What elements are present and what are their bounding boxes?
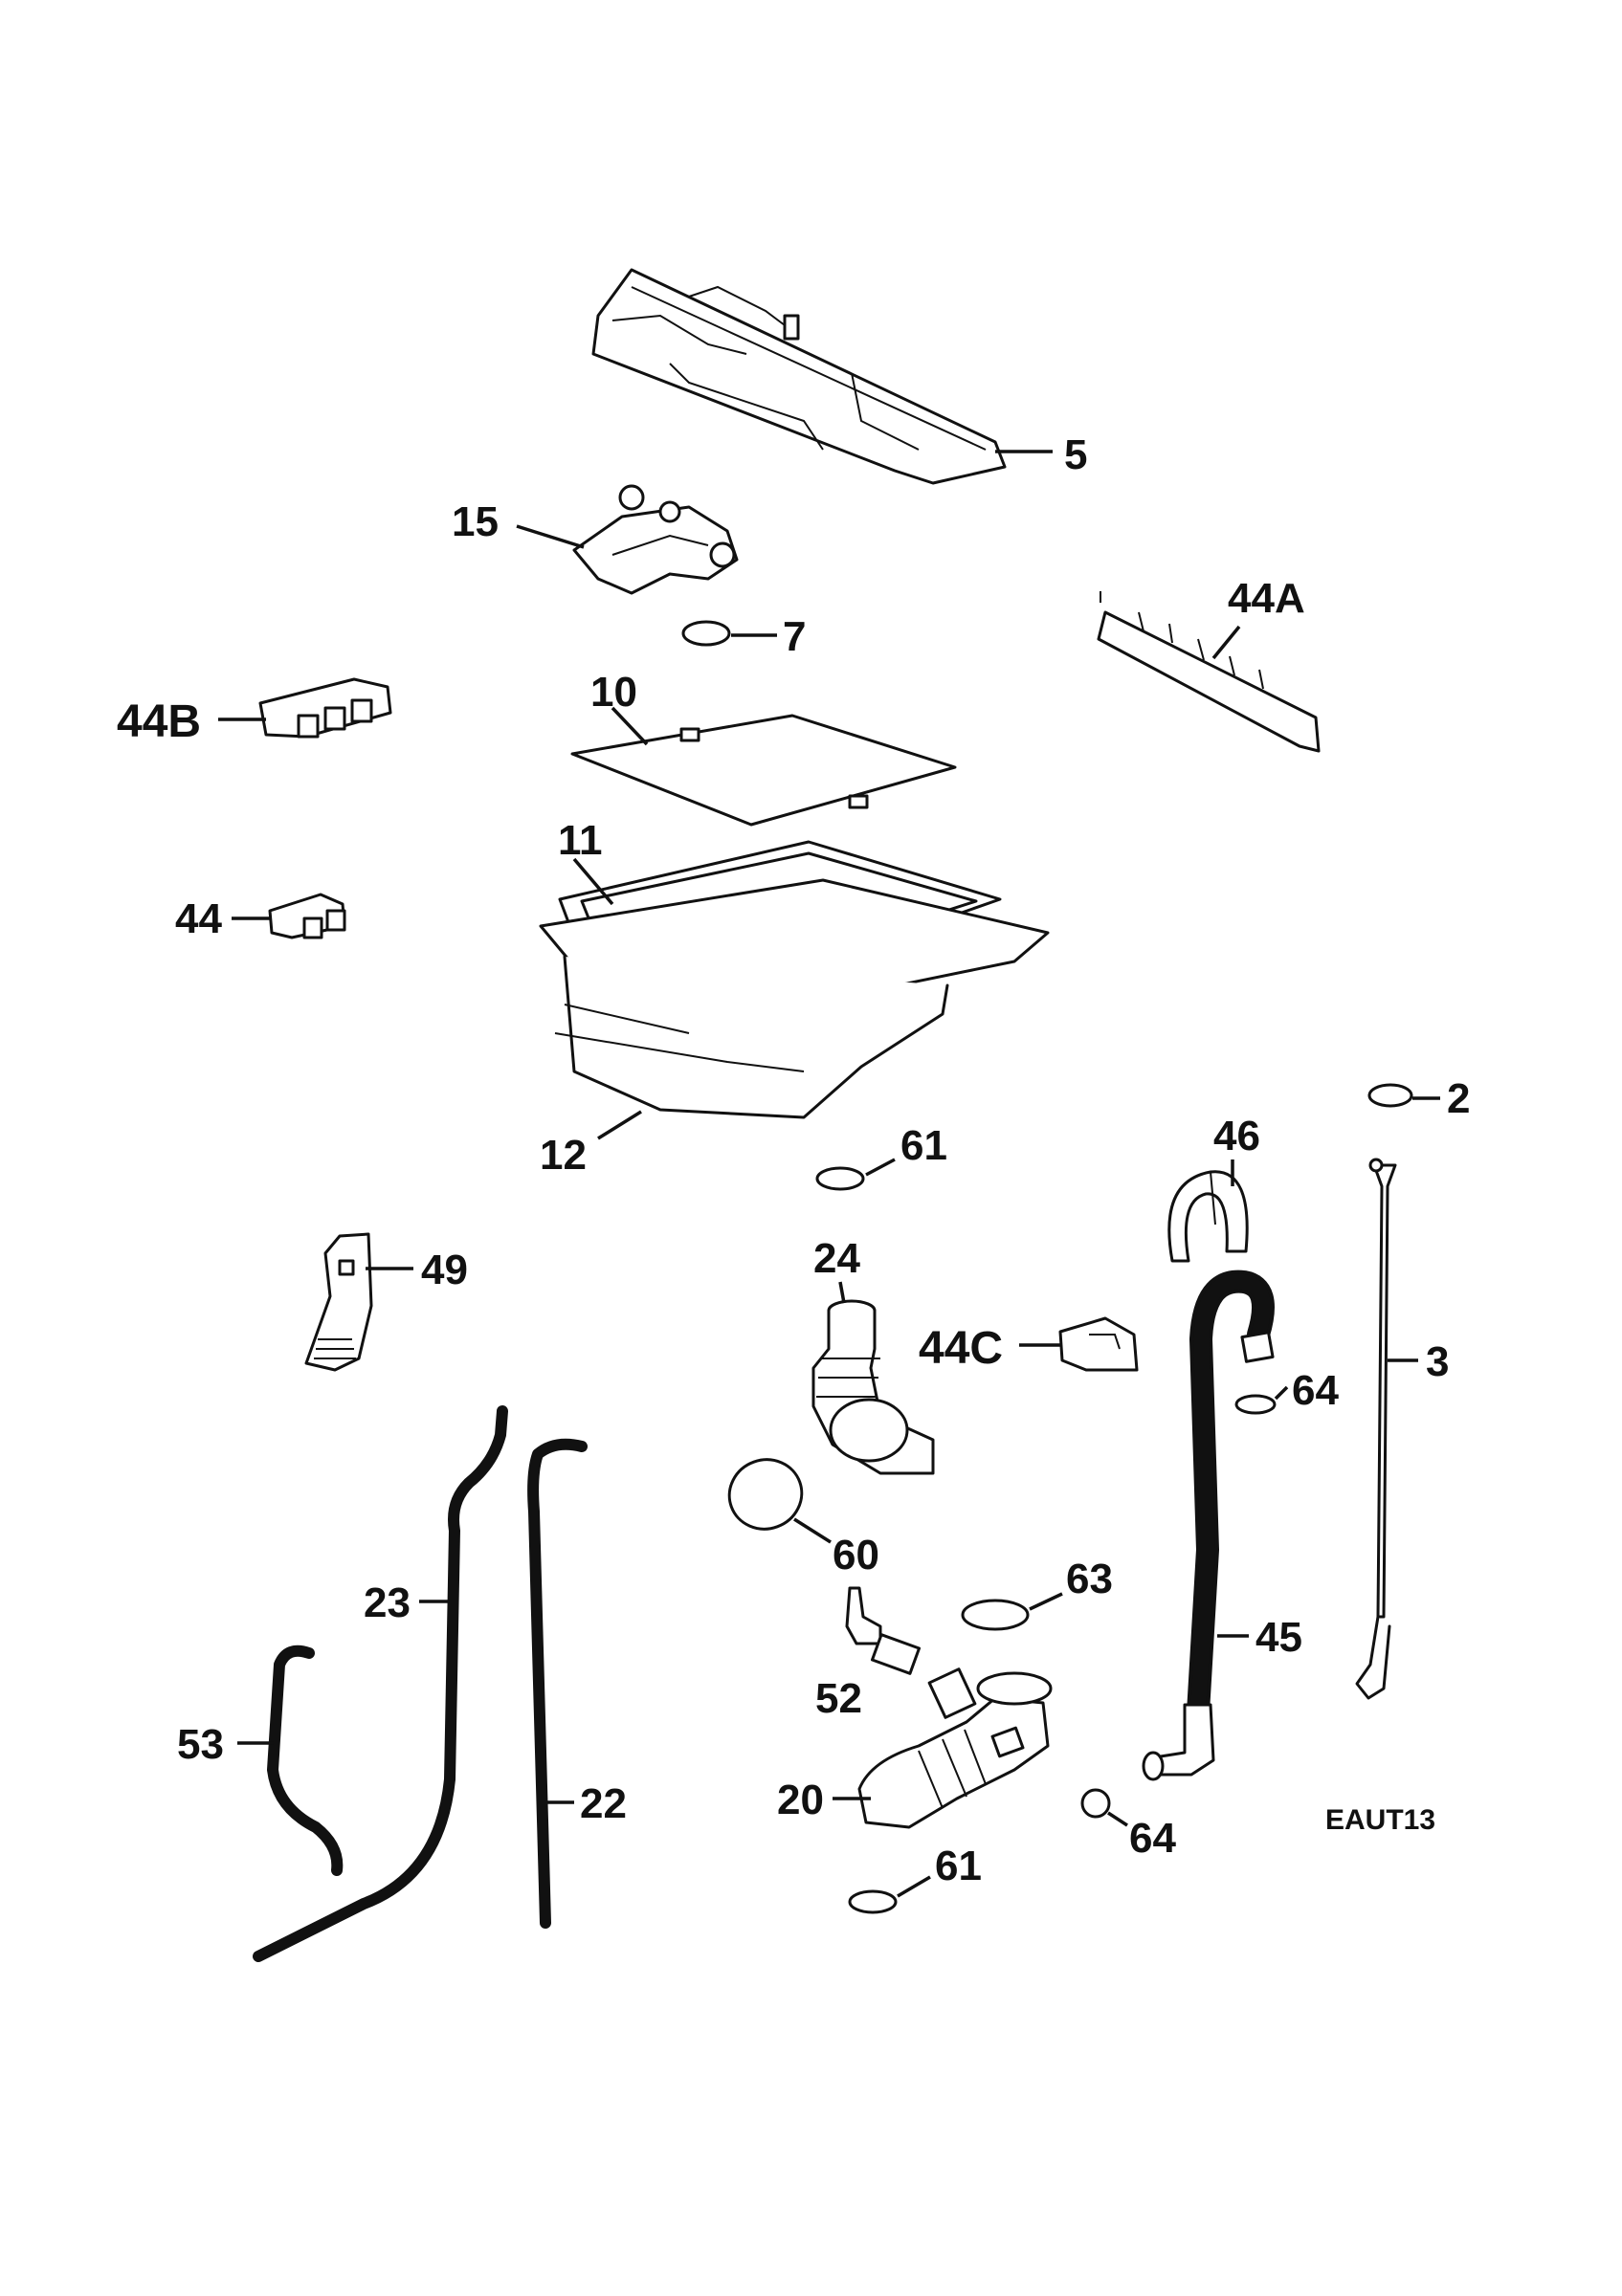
label-part-60: 60 [833,1532,879,1578]
label-part-10: 10 [590,669,637,716]
label-part-23: 23 [364,1579,411,1626]
part-44-clip [268,893,346,939]
label-part-61-lower: 61 [935,1843,982,1889]
part-52-sensor [845,1586,922,1675]
label-part-49: 49 [421,1247,468,1293]
leader-64-upper [1274,1385,1289,1401]
part-44C-clip [1058,1316,1139,1372]
leader-15 [516,524,585,549]
part-44A-cable-holder [1097,591,1321,753]
label-part-12: 12 [540,1132,587,1179]
label-part-22: 22 [580,1780,627,1827]
part-24-drain-connector [811,1299,935,1475]
label-part-45: 45 [1255,1614,1302,1661]
part-63-clamp [961,1599,1030,1631]
label-part-46: 46 [1213,1113,1260,1159]
part-22-hose [527,1438,588,1929]
leader-24 [838,1281,846,1304]
label-part-44A: 44A [1228,575,1305,622]
label-part-44: 44 [175,895,222,942]
part-61-clamp-upper [815,1166,865,1191]
part-49-heater-support [304,1232,373,1372]
leader-44A [1211,625,1241,660]
diagram-code: EAUT13 [1325,1804,1435,1836]
part-2-cap [1367,1083,1413,1108]
leader-61-lower [897,1875,931,1898]
part-61-clamp-lower [848,1889,898,1914]
part-7-o-ring [681,620,731,647]
label-part-3: 3 [1426,1338,1449,1385]
label-part-61-upper: 61 [900,1122,947,1169]
label-part-7: 7 [783,613,806,660]
label-part-5: 5 [1064,431,1087,478]
leader-10 [611,706,649,746]
label-part-64-upper: 64 [1292,1367,1339,1414]
part-5-dispenser-frame [591,268,1007,485]
part-15-valve [572,484,739,595]
part-44B-clip [258,677,392,739]
label-part-44C: 44C [919,1323,1003,1374]
part-64-clamp-upper [1234,1394,1277,1415]
label-part-64-lower: 64 [1129,1815,1176,1862]
label-part-24: 24 [813,1235,860,1282]
leader-12 [597,1110,642,1140]
label-part-15: 15 [452,498,499,545]
leader-11 [572,857,614,906]
part-45-drain-hose [1142,1269,1275,1781]
part-46-hose-bracket [1167,1170,1249,1263]
part-10-seal-plate [570,714,957,827]
label-part-44B: 44B [117,696,201,747]
part-12-bellows [554,955,949,1119]
leader-63 [1029,1592,1063,1611]
leader-60 [793,1517,832,1544]
part-3-inlet-hose [1355,1158,1397,1700]
part-64-clamp-lower [1080,1788,1111,1819]
label-part-2: 2 [1447,1075,1470,1122]
part-60-ring [727,1458,804,1531]
label-part-53: 53 [177,1721,224,1768]
label-part-11: 11 [558,817,603,864]
label-part-52: 52 [815,1675,862,1722]
part-20-sump-hose [857,1667,1053,1829]
part-23-hose [253,1405,508,1962]
leader-61-upper [865,1158,896,1177]
label-part-20: 20 [777,1777,824,1823]
label-part-63: 63 [1066,1556,1113,1602]
part-53-hose [267,1645,344,1876]
leader-64-lower [1107,1811,1128,1827]
